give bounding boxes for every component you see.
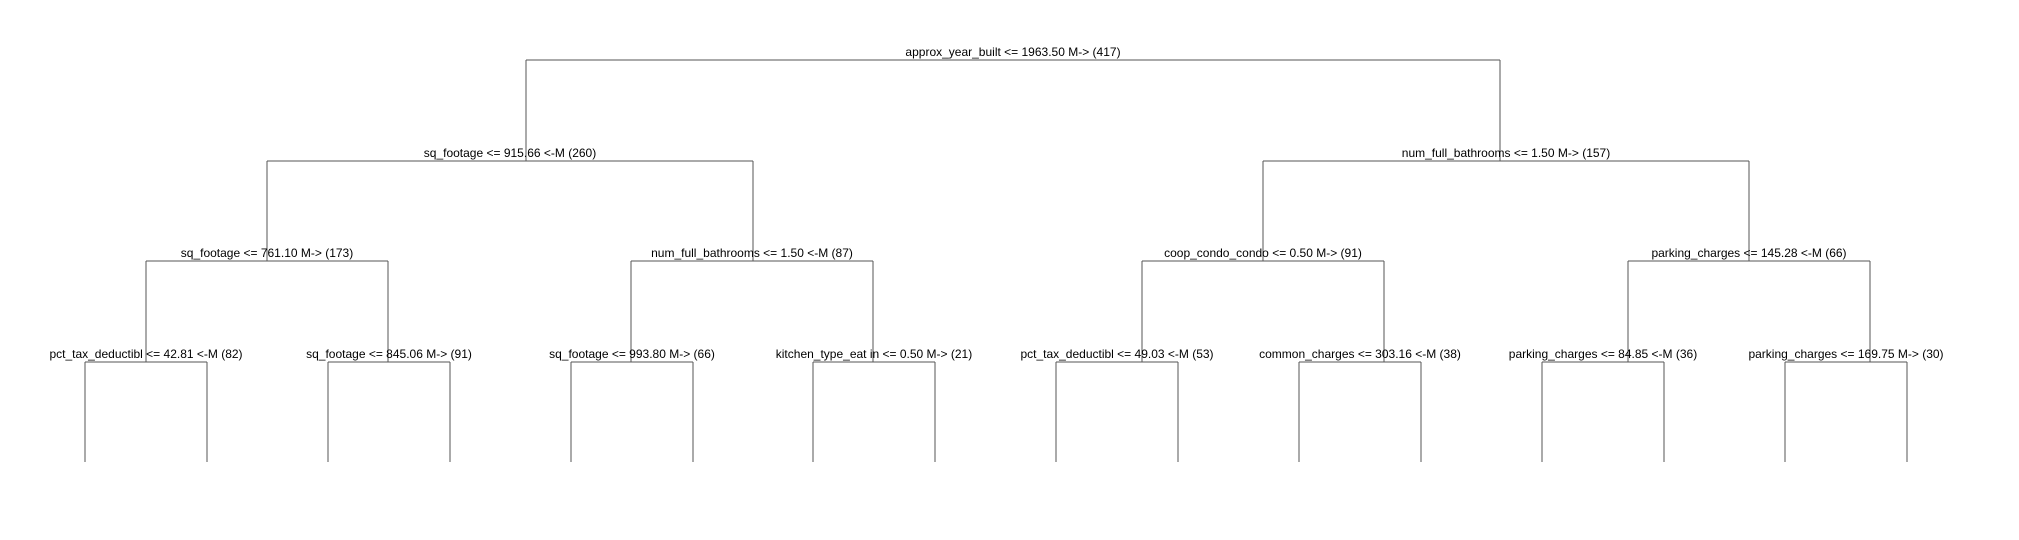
node-label-n1: sq_footage <= 915.66 <-M (260)	[424, 146, 596, 160]
node-label-n2: num_full_bathrooms <= 1.50 M-> (157)	[1402, 146, 1610, 160]
node-label-n13: parking_charges <= 84.85 <-M (36)	[1509, 347, 1697, 361]
node-label-n12: common_charges <= 303.16 <-M (38)	[1259, 347, 1461, 361]
node-label-n4: num_full_bathrooms <= 1.50 <-M (87)	[651, 246, 853, 260]
node-label-n10: kitchen_type_eat in <= 0.50 M-> (21)	[776, 347, 972, 361]
node-label-n0: approx_year_built <= 1963.50 M-> (417)	[905, 45, 1120, 59]
node-label-n7: pct_tax_deductibl <= 42.81 <-M (82)	[49, 347, 242, 361]
node-label-n6: parking_charges <= 145.28 <-M (66)	[1651, 246, 1846, 260]
node-label-n11: pct_tax_deductibl <= 49.03 <-M (53)	[1020, 347, 1213, 361]
node-label-n3: sq_footage <= 761.10 M-> (173)	[181, 246, 353, 260]
tree-node-labels: approx_year_built <= 1963.50 M-> (417) sq…	[49, 45, 1943, 361]
node-label-n5: coop_condo_condo <= 0.50 M-> (91)	[1164, 246, 1362, 260]
tree-edges	[84, 59, 1908, 462]
node-label-n8: sq_footage <= 845.06 M-> (91)	[306, 347, 472, 361]
node-label-n9: sq_footage <= 993.80 M-> (66)	[549, 347, 715, 361]
node-label-n14: parking_charges <= 169.75 M-> (30)	[1748, 347, 1943, 361]
